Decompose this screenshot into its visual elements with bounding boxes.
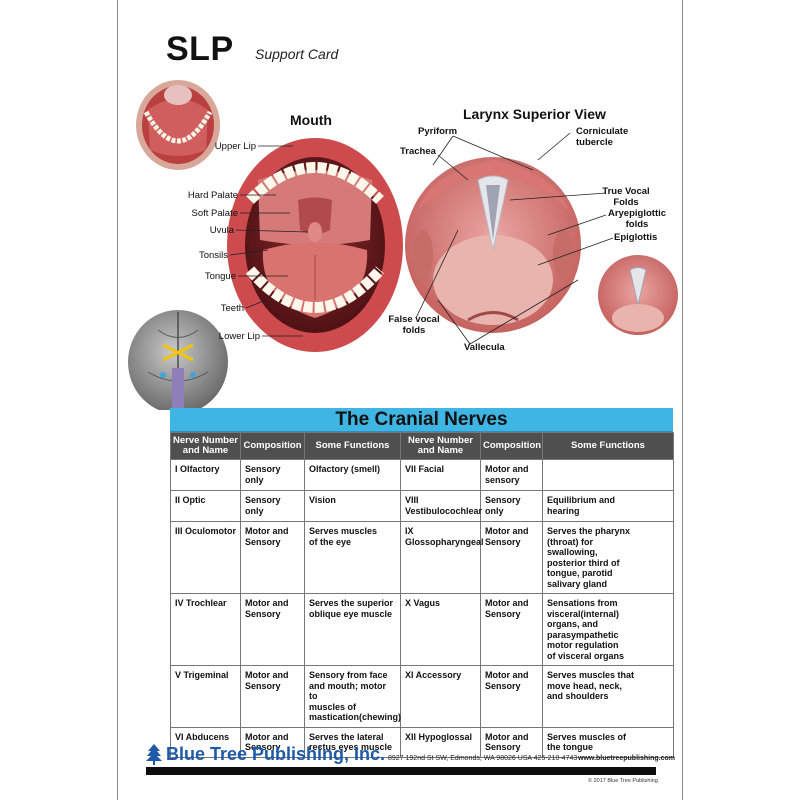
larynx-title: Larynx Superior View [463, 106, 606, 122]
brain-illustration [128, 310, 228, 410]
label-corniculate-tubercle: Corniculate tubercle [576, 126, 629, 148]
table-cell: IV Trochlear [170, 593, 241, 666]
table-cell: VII Facial [400, 459, 481, 491]
table-cell: XI Accessory [400, 665, 481, 728]
larynx-thumbnail [598, 255, 678, 335]
card-subtitle: Support Card [255, 46, 339, 62]
table-cell: III Oculomotor [170, 521, 241, 594]
header-cell: Composition [240, 432, 305, 460]
support-card: SLP Support Card [117, 0, 683, 800]
table-row: V Trigeminal Motor and Sensory Sensory f… [170, 665, 674, 728]
table-cell: Sensory from face and mouth; motor to mu… [304, 665, 401, 728]
tree-icon [146, 744, 162, 765]
label-epiglottis: Epiglottis [614, 232, 658, 243]
copyright-text: © 2017 Blue Tree Publishing [588, 778, 658, 784]
larynx-leader-lines [415, 132, 614, 345]
header-cell: Composition [480, 432, 543, 460]
table-cell: Serves the lateral rectus eyes muscle [304, 726, 401, 758]
label-vallecula: Vallecula [464, 342, 505, 353]
label-lower-lip: Lower Lip [218, 331, 260, 342]
header-cell: Nerve Number and Name [170, 432, 241, 460]
cranial-nerves-table: Nerve Number and Name Composition Some F… [170, 432, 674, 758]
label-uvula: Uvula [209, 225, 234, 236]
table-cell: Serves muscles of the tongue [542, 726, 674, 758]
anatomy-illustrations [128, 80, 678, 410]
card-title: SLP [166, 30, 234, 68]
label-true-vocal-folds: True Vocal Folds [602, 186, 650, 208]
table-cell: XII Hypoglossal [400, 726, 481, 758]
publisher-url[interactable]: www.bluetreepublishing.com [578, 755, 675, 762]
table-cell: I Olfactory [170, 459, 241, 491]
table-cell: Motor and sensory [480, 459, 543, 491]
header-cell: Some Functions [542, 432, 674, 460]
table-cell: Motor and Sensory [240, 665, 305, 728]
label-tongue: Tongue [204, 271, 236, 282]
mouth-title: Mouth [290, 112, 332, 128]
table-cell: Motor and Sensory [480, 593, 543, 666]
larynx-illustration [405, 157, 581, 333]
publisher-name: Blue Tree Publishing, Inc. [166, 743, 386, 764]
label-upper-lip: Upper Lip [214, 141, 256, 152]
table-cell: Motor and Sensory [480, 726, 543, 758]
label-tonsils: Tonsils [198, 250, 228, 261]
table-row: III Oculomotor Motor and Sensory Serves … [170, 521, 674, 594]
table-cell: X Vagus [400, 593, 481, 666]
label-trachea: Trachea [400, 146, 436, 157]
label-teeth: Teeth [220, 303, 244, 314]
table-cell: Serves the pharynx (throat) for swallowi… [542, 521, 674, 594]
table-cell: Sensory only [240, 490, 305, 522]
label-pyriform: Pyriform [418, 126, 458, 137]
table-cell: Olfactory (smell) [304, 459, 401, 491]
table-cell: Motor and Sensory [480, 521, 543, 594]
table-cell: Vision [304, 490, 401, 522]
mouth-leader-lines [229, 145, 309, 337]
table-cell: Motor and Sensory [240, 521, 305, 594]
table-cell: VI Abducens [170, 726, 241, 758]
table-cell [542, 459, 674, 491]
table-cell: Sensory only [240, 459, 305, 491]
label-hard-palate: Hard Palate [187, 190, 238, 201]
label-false-vocal-folds: False vocal folds [388, 314, 440, 336]
table-cell: Motor and Sensory [240, 726, 305, 758]
footer-bar [146, 767, 656, 775]
label-aryepiglottic-folds: Aryepiglottic folds [607, 208, 667, 230]
header-cell: Some Functions [304, 432, 401, 460]
table-row: IV Trochlear Motor and Sensory Serves th… [170, 593, 674, 666]
table-cell: Equilibrium and hearing [542, 490, 674, 522]
table-title-bar [170, 408, 673, 432]
table-cell: V Trigeminal [170, 665, 241, 728]
table-cell: VIII Vestibulocochlear [400, 490, 482, 522]
table-cell: IX Glossopharyngeal [400, 521, 484, 594]
header-cell: Nerve Number and Name [400, 432, 481, 460]
table-cell: Serves muscles that move head, neck, and… [542, 665, 674, 728]
table-row: I Olfactory Sensory only Olfactory (smel… [170, 459, 674, 491]
table-cell: Motor and Sensory [480, 665, 543, 728]
publisher-address: 8927 192nd St SW, Edmonds, WA 98026 USA … [388, 755, 578, 762]
label-soft-palate: Soft Palate [191, 208, 238, 219]
table-cell: Serves muscles of the eye [304, 521, 401, 594]
table-cell: Sensory only [480, 490, 543, 522]
table-title: The Cranial Nerves [335, 409, 508, 430]
table-cell: Sensations from visceral(internal) organ… [542, 593, 674, 666]
mouth-thumbnail [136, 80, 220, 170]
mouth-illustration [227, 138, 403, 352]
table-header-row: Nerve Number and Name Composition Some F… [170, 432, 674, 460]
table-row: II Optic Sensory only Vision VIII Vestib… [170, 490, 674, 522]
publisher-logo: Blue Tree Publishing, Inc. [146, 743, 385, 765]
table-cell: Serves the superior oblique eye muscle [304, 593, 401, 666]
table-cell: II Optic [170, 490, 241, 522]
table-row: VI Abducens Motor and Sensory Serves the… [170, 726, 674, 758]
table-cell: Motor and Sensory [240, 593, 305, 666]
